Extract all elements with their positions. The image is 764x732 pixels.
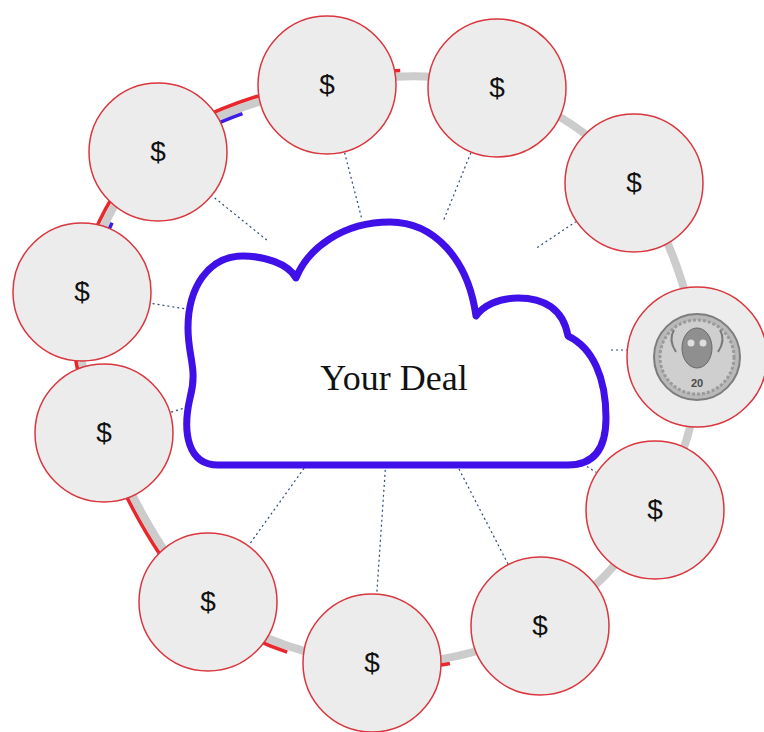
money-circle: $ (257, 15, 397, 155)
money-circle: $ (34, 363, 174, 503)
coin-connector (611, 349, 627, 350)
money-circle: $ (88, 82, 228, 222)
dollar-sign: $ (626, 167, 642, 199)
circle-path (471, 557, 609, 695)
dollar-sign: $ (74, 276, 90, 308)
dotted-connector (457, 465, 508, 564)
coin-circle (627, 287, 764, 427)
dotted-connector (537, 222, 575, 248)
coin-body (654, 314, 740, 400)
dollar-sign: $ (200, 586, 216, 618)
coin-figure-eye (700, 340, 707, 347)
circle-path (565, 114, 703, 252)
coin-value: 20 (682, 377, 712, 389)
circle-path (428, 19, 566, 157)
cloud-title: Your Deal (178, 357, 610, 399)
money-circle: $ (302, 593, 442, 732)
dollar-sign: $ (532, 610, 548, 642)
money-circle: $ (138, 532, 278, 672)
dotted-connector (377, 470, 385, 593)
dotted-connector (444, 153, 471, 220)
dollar-sign: $ (364, 647, 380, 679)
cloud-path (187, 222, 606, 465)
circle-path (303, 594, 441, 732)
money-circle: $ (12, 222, 152, 362)
circle-path (35, 364, 173, 502)
coin-figure (682, 328, 712, 368)
coin-pattern (671, 330, 722, 352)
circle-path (139, 533, 277, 671)
dollar-sign: $ (647, 494, 663, 526)
dotted-connector (249, 460, 310, 545)
dotted-connector (212, 196, 266, 240)
money-circle: $ (470, 556, 610, 696)
dollar-sign: $ (319, 69, 335, 101)
money-circle: $ (585, 440, 725, 580)
dotted-connector (151, 303, 184, 308)
coin-figure-eye (688, 340, 695, 347)
coin-rim (660, 320, 734, 394)
dollar-sign: $ (150, 136, 166, 168)
dollar-sign: $ (96, 417, 112, 449)
circle-path (586, 441, 724, 579)
money-circle: $ (564, 113, 704, 253)
cloud-outline (178, 218, 610, 468)
circle-path (89, 83, 227, 221)
circle-path (258, 16, 396, 154)
dotted-connector (345, 153, 362, 218)
cloud-node: Your Deal (178, 218, 610, 468)
circle-path (13, 223, 151, 361)
dollar-sign: $ (489, 72, 505, 104)
money-circle: $ (427, 18, 567, 158)
coin-circle-outline (627, 287, 764, 427)
